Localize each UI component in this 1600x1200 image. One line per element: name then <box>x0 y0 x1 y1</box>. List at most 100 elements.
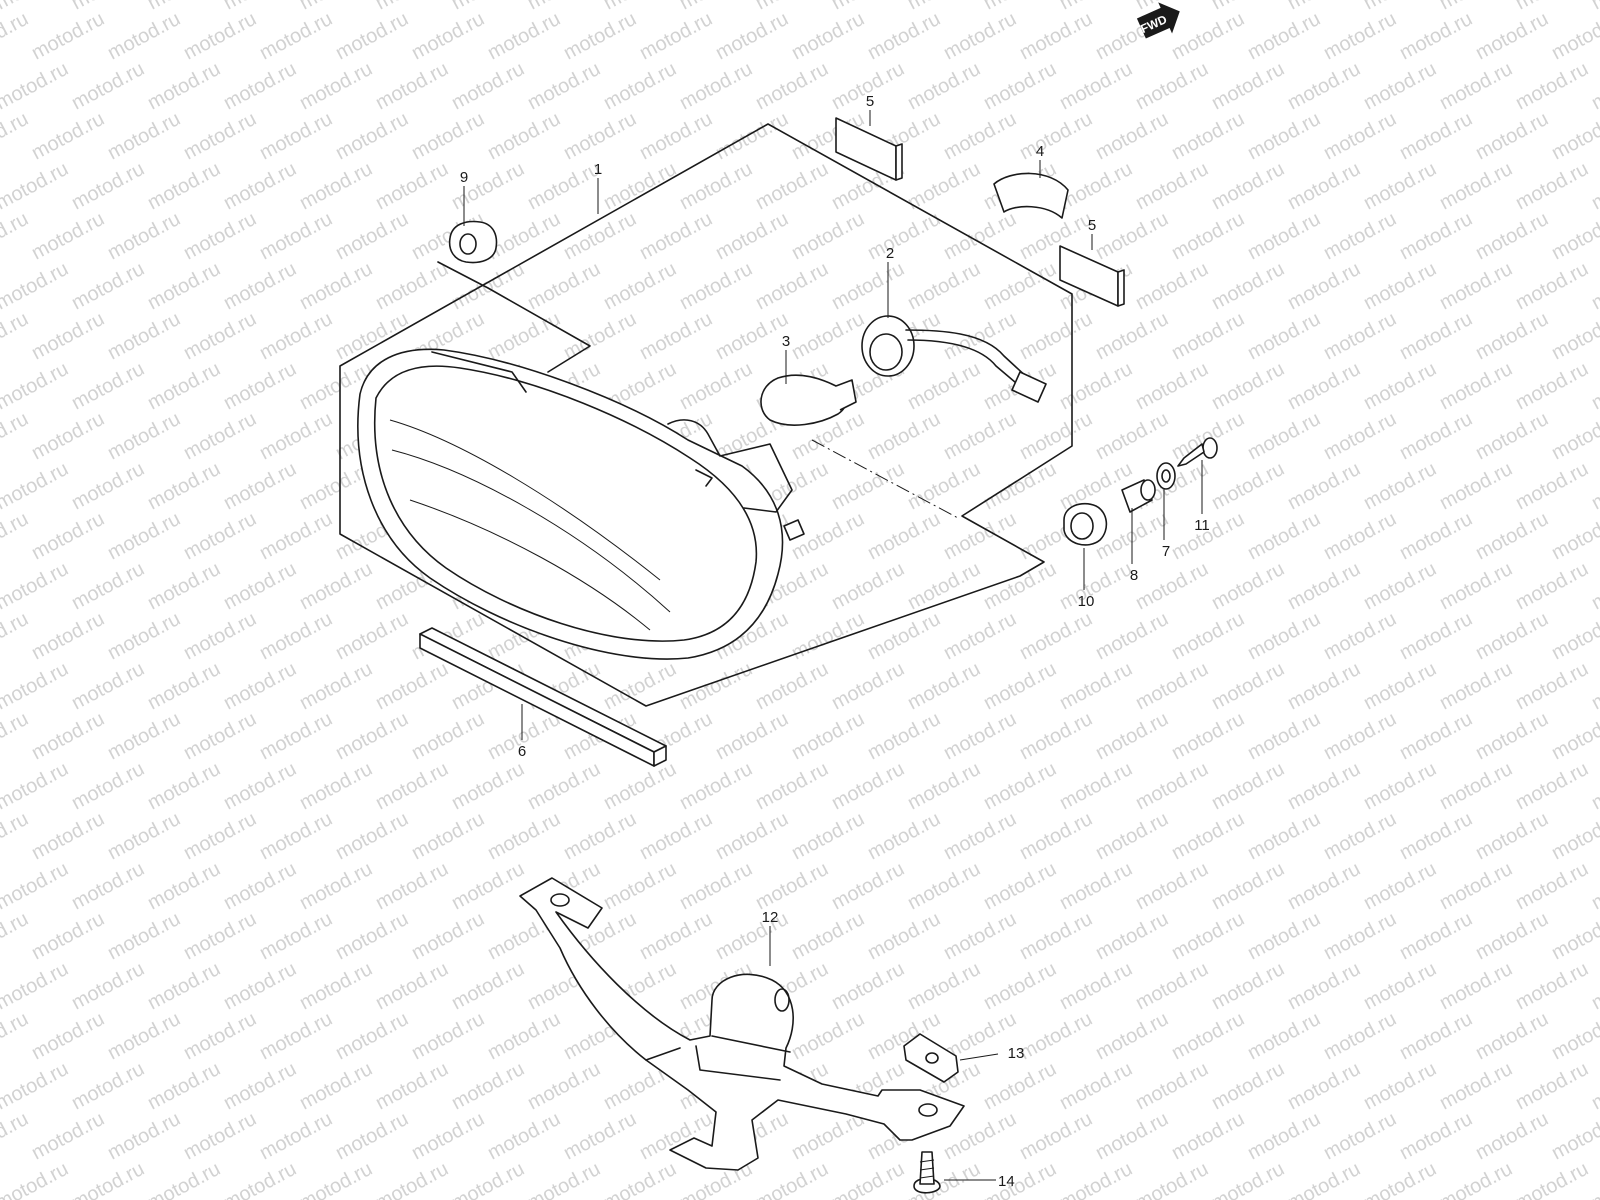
watermark-text: motod.ru <box>144 258 224 314</box>
watermark-text: motod.ru <box>788 708 868 764</box>
watermark-text: motod.ru <box>408 708 488 764</box>
watermark-text: motod.ru <box>904 858 984 914</box>
watermark-text: motod.ru <box>1360 158 1440 214</box>
watermark-text: motod.ru <box>180 808 260 864</box>
watermark-text: motod.ru <box>332 608 412 664</box>
watermark-text: motod.ru <box>220 1158 300 1200</box>
watermark-text: motod.ru <box>1092 708 1172 764</box>
watermark-text: motod.ru <box>636 908 716 964</box>
watermark-text: motod.ru <box>1208 358 1288 414</box>
watermark-text: motod.ru <box>1208 0 1288 14</box>
watermark-text: motod.ru <box>372 1058 452 1114</box>
watermark-text: motod.ru <box>940 308 1020 364</box>
watermark-text: motod.ru <box>296 658 376 714</box>
watermark-text: motod.ru <box>104 208 184 264</box>
watermark-text: motod.ru <box>372 158 452 214</box>
callout-13: 13 <box>1008 1045 1025 1062</box>
watermark-text: motod.ru <box>1244 508 1324 564</box>
watermark-text: motod.ru <box>1284 458 1364 514</box>
watermark-text: motod.ru <box>448 758 528 814</box>
callout-12: 12 <box>762 909 779 926</box>
screw-part-14 <box>913 1151 941 1194</box>
watermark-text: motod.ru <box>68 58 148 114</box>
watermark-text: motod.ru <box>372 258 452 314</box>
watermark-text: motod.ru <box>712 108 792 164</box>
watermark-text: motod.ru <box>828 558 908 614</box>
watermark-text: motod.ru <box>1016 608 1096 664</box>
watermark-text: motod.ru <box>104 1008 184 1064</box>
watermark-text: motod.ru <box>1016 908 1096 964</box>
callout-5b: 5 <box>1088 217 1096 234</box>
watermark-text: motod.ru <box>448 0 528 14</box>
callout-10: 10 <box>1078 593 1095 610</box>
watermark-text: motod.ru <box>220 1058 300 1114</box>
watermark-text: motod.ru <box>1472 908 1552 964</box>
watermark-text: motod.ru <box>1244 408 1324 464</box>
watermark-text: motod.ru <box>0 858 72 914</box>
pad-part-5-upper <box>835 117 903 181</box>
watermark-text: motod.ru <box>180 708 260 764</box>
watermark-text: motod.ru <box>524 0 604 14</box>
watermark-text: motod.ru <box>484 8 564 64</box>
watermark-text: motod.ru <box>332 8 412 64</box>
watermark-text: motod.ru <box>1284 758 1364 814</box>
watermark-text: motod.ru <box>1360 0 1440 14</box>
watermark-text: motod.ru <box>1056 0 1136 14</box>
watermark-text: motod.ru <box>296 958 376 1014</box>
watermark-text: motod.ru <box>68 358 148 414</box>
watermark-text: motod.ru <box>980 858 1060 914</box>
watermark-text: motod.ru <box>788 1008 868 1064</box>
watermark-text: motod.ru <box>0 1158 72 1200</box>
watermark-text: motod.ru <box>104 408 184 464</box>
watermark-text: motod.ru <box>144 58 224 114</box>
watermark-text: motod.ru <box>408 1108 488 1164</box>
watermark-text: motod.ru <box>1244 208 1324 264</box>
watermark-text: motod.ru <box>940 208 1020 264</box>
watermark-text: motod.ru <box>940 408 1020 464</box>
watermark-text: motod.ru <box>676 658 756 714</box>
watermark-text: motod.ru <box>1472 708 1552 764</box>
watermark-text: motod.ru <box>752 858 832 914</box>
watermark-text: motod.ru <box>600 758 680 814</box>
watermark-text: motod.ru <box>1092 908 1172 964</box>
watermark-text: motod.ru <box>1512 958 1592 1014</box>
watermark-text: motod.ru <box>1548 708 1600 764</box>
watermark-text: motod.ru <box>1244 8 1324 64</box>
watermark-text: motod.ru <box>904 58 984 114</box>
watermark-text: motod.ru <box>752 0 832 14</box>
watermark-text: motod.ru <box>828 758 908 814</box>
watermark-text: motod.ru <box>180 8 260 64</box>
watermark-text: motod.ru <box>524 258 604 314</box>
watermark-text: motod.ru <box>1396 1108 1476 1164</box>
nut-clip-part-13 <box>903 1033 959 1083</box>
watermark-text: motod.ru <box>68 858 148 914</box>
watermark-text: motod.ru <box>1320 908 1400 964</box>
watermark-text: motod.ru <box>788 808 868 864</box>
leader-lines <box>463 110 1203 1181</box>
watermark-text: motod.ru <box>1396 808 1476 864</box>
watermark-text: motod.ru <box>1016 708 1096 764</box>
watermark-text: motod.ru <box>940 808 1020 864</box>
watermark-text: motod.ru <box>0 708 32 764</box>
watermark-text: motod.ru <box>1168 108 1248 164</box>
watermark-text: motod.ru <box>1208 258 1288 314</box>
watermark-text: motod.ru <box>104 708 184 764</box>
callout-14: 14 <box>998 1173 1015 1190</box>
watermark-text: motod.ru <box>28 408 108 464</box>
watermark-text: motod.ru <box>1436 158 1516 214</box>
strip-part-6 <box>419 627 667 767</box>
watermark-text: motod.ru <box>1092 208 1172 264</box>
watermark-text: motod.ru <box>144 858 224 914</box>
watermark-text: motod.ru <box>296 158 376 214</box>
watermark-text: motod.ru <box>676 158 756 214</box>
watermark-text: motod.ru <box>1396 308 1476 364</box>
watermark-text: motod.ru <box>1320 508 1400 564</box>
watermark-text: motod.ru <box>0 658 72 714</box>
watermark-text: motod.ru <box>980 1158 1060 1200</box>
watermark-text: motod.ru <box>0 0 72 14</box>
watermark-text: motod.ru <box>1472 408 1552 464</box>
watermark-text: motod.ru <box>1092 408 1172 464</box>
watermark-text: motod.ru <box>28 1108 108 1164</box>
watermark-text: motod.ru <box>600 258 680 314</box>
